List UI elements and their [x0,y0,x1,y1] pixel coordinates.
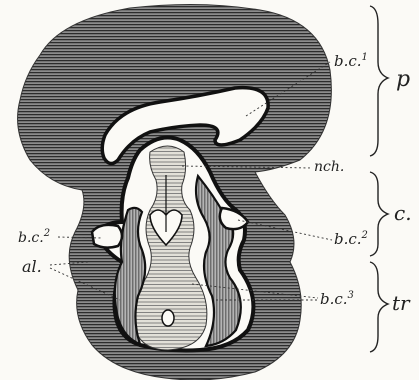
label-bc2-left: b.c.2 [18,228,50,246]
label-bc2: b.c.2 [334,230,368,248]
region-label-c: c. [394,201,412,225]
label-bc1: b.c.1 [334,52,368,70]
brace-p [370,6,388,156]
brace-c [370,172,388,256]
region-label-p: p [396,67,410,92]
brace-tr [370,262,388,352]
cavity-bc2-left [92,225,122,248]
label-al: al. [22,257,42,276]
label-nch: nch. [314,159,344,175]
label-bc3: b.c.3 [320,290,354,308]
small-oval-opening [162,310,174,326]
region-label-tr: tr [392,291,411,315]
